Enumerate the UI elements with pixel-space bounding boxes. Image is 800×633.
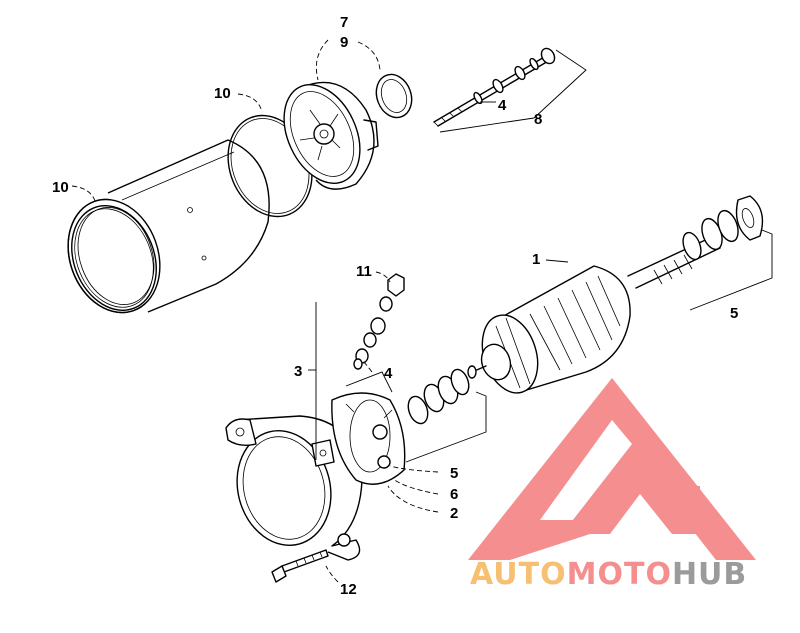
callout-1: 1 [532, 251, 540, 268]
callout-12: 12 [340, 581, 357, 598]
logo-triangle-mark [468, 378, 756, 560]
callout-labels: 7 9 10 10 4 8 11 1 5 3 4 5 6 2 12 [52, 14, 738, 598]
callout-4-bolt: 4 [498, 97, 507, 114]
callout-2: 2 [450, 505, 458, 522]
screw-12 [271, 549, 329, 583]
brush-holder [331, 392, 406, 485]
hardware-stack-11 [353, 273, 405, 370]
callout-10-rear: 10 [214, 85, 231, 102]
svg-text:AUTOMOTOHUB: AUTOMOTOHUB [470, 557, 747, 592]
logo-text-auto: AUTO [470, 557, 567, 592]
callout-8: 8 [534, 111, 542, 128]
o-ring-10-left [71, 205, 157, 311]
callout-3: 3 [294, 363, 302, 380]
o-ring-9 [375, 73, 413, 119]
rear-end-cover [283, 81, 379, 190]
front-housing [225, 415, 363, 561]
armature [467, 235, 721, 394]
washer-set-lower [407, 368, 470, 425]
yoke-housing [67, 139, 270, 314]
leader-lines [71, 39, 773, 583]
callout-7: 7 [340, 14, 348, 31]
automotohub-logo: AUTOMOTOHUB [468, 378, 756, 592]
callout-11: 11 [356, 263, 372, 280]
callout-6: 6 [450, 486, 458, 503]
through-bolt-set [433, 47, 556, 127]
callout-4-brush: 4 [384, 365, 393, 382]
callout-10-front: 10 [52, 179, 69, 196]
washer-set-right [682, 195, 764, 261]
logo-text-hub: HUB [672, 557, 747, 592]
logo-text-moto: MOTO [567, 557, 672, 592]
callout-5-lower: 5 [450, 465, 458, 482]
callout-9: 9 [340, 34, 348, 51]
callout-5-right: 5 [730, 305, 738, 322]
